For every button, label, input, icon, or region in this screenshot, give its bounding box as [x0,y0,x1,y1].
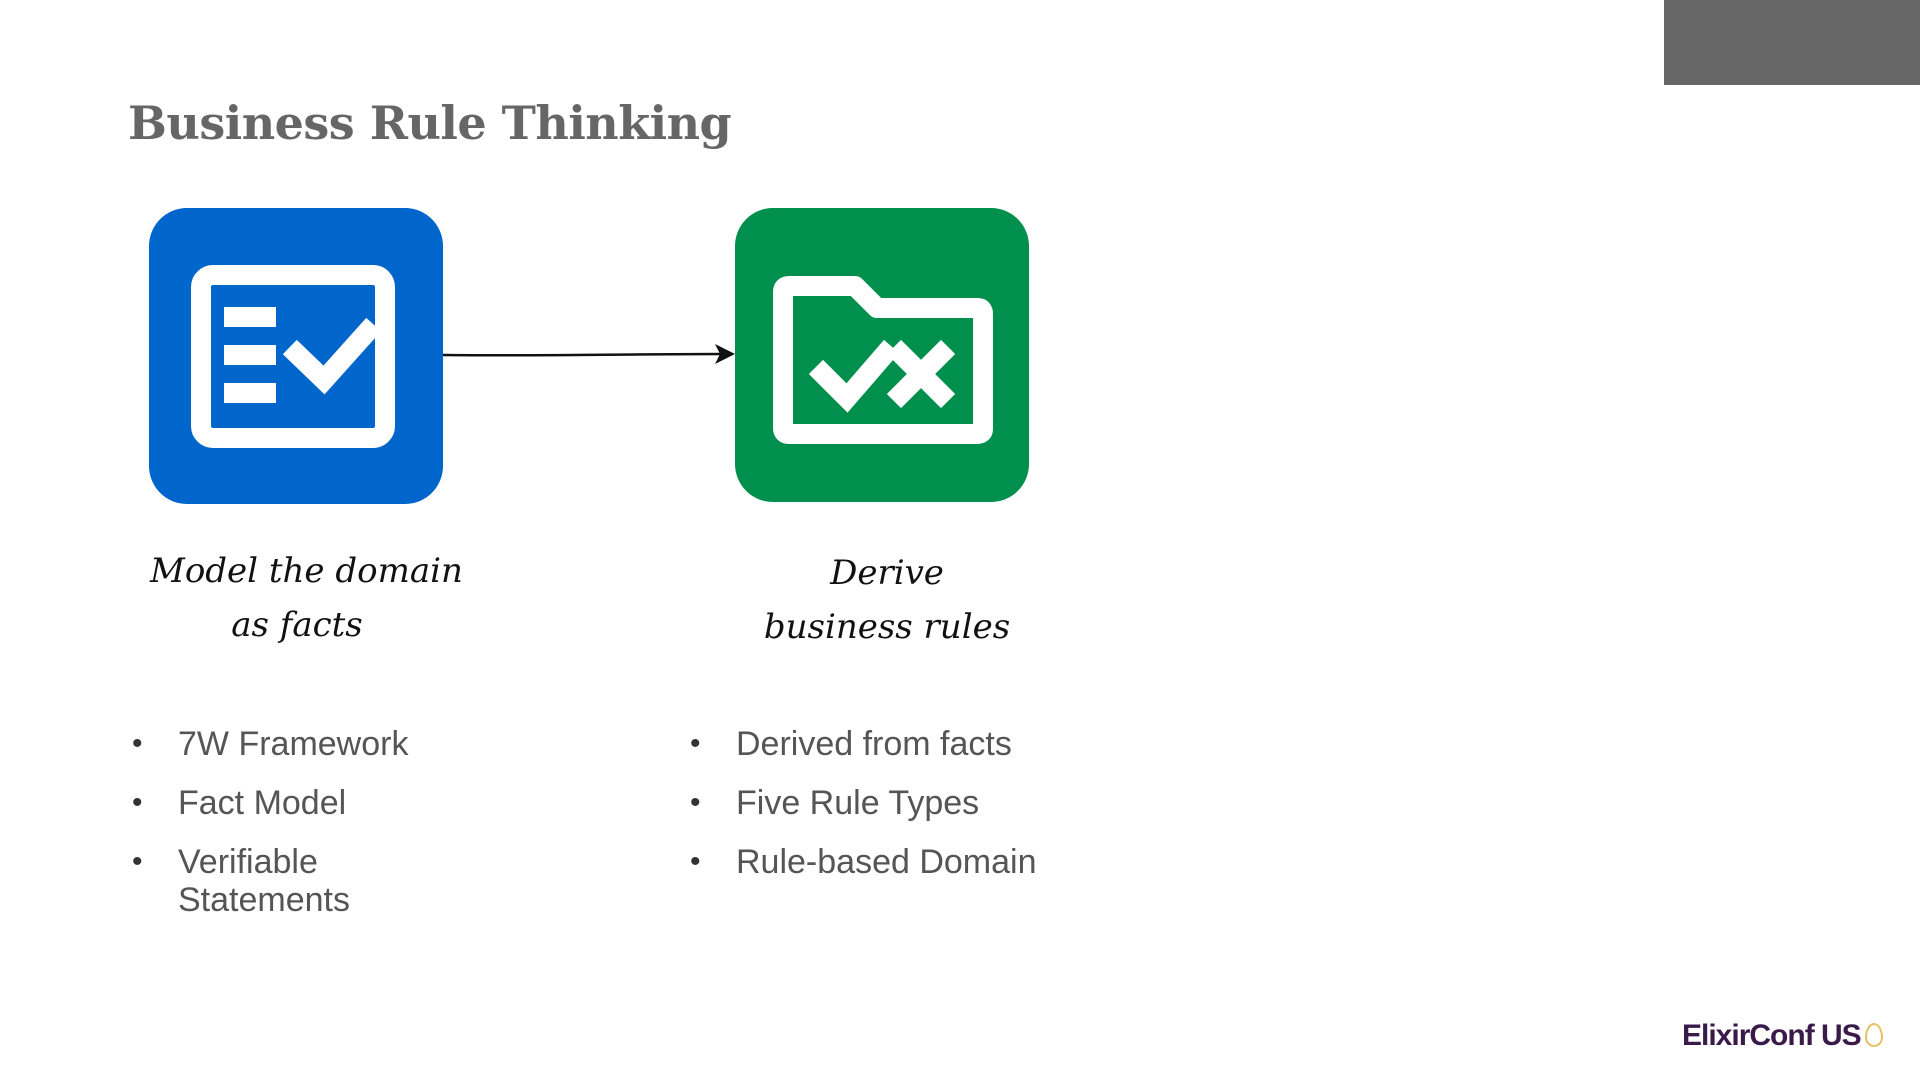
list-item: Rule-based Domain [688,843,1148,881]
folder-check-cross-icon [773,276,993,444]
business-rules-bullet-list: Derived from facts Five Rule Types Rule-… [688,725,1148,902]
page-title: Business Rule Thinking [128,96,732,150]
checklist-icon [191,265,395,448]
business-rules-caption-line1: Derive [830,553,944,593]
business-rules-caption-line2: business rules [763,607,1011,647]
fact-model-bullet-list: 7W Framework Fact Model Verifiable State… [130,725,470,940]
fact-model-tile [149,208,443,504]
fact-model-caption-line1: Model the domain [150,551,463,591]
corner-decoration [1664,0,1920,85]
list-item: Five Rule Types [688,784,1148,822]
fact-model-caption: Model the domain as facts [150,544,463,652]
fact-model-caption-line2: as facts [231,605,363,645]
list-item: Fact Model [130,784,470,822]
list-item: 7W Framework [130,725,470,763]
list-item: Verifiable Statements [130,843,470,919]
logo-text: ElixirConf US [1682,1019,1862,1052]
business-rules-tile [735,208,1029,502]
business-rules-caption: Derive business rules [740,546,1034,654]
list-item: Derived from facts [688,725,1148,763]
elixirconf-logo: ElixirConf US [1682,1019,1883,1053]
elixir-drop-icon [1864,1023,1883,1047]
